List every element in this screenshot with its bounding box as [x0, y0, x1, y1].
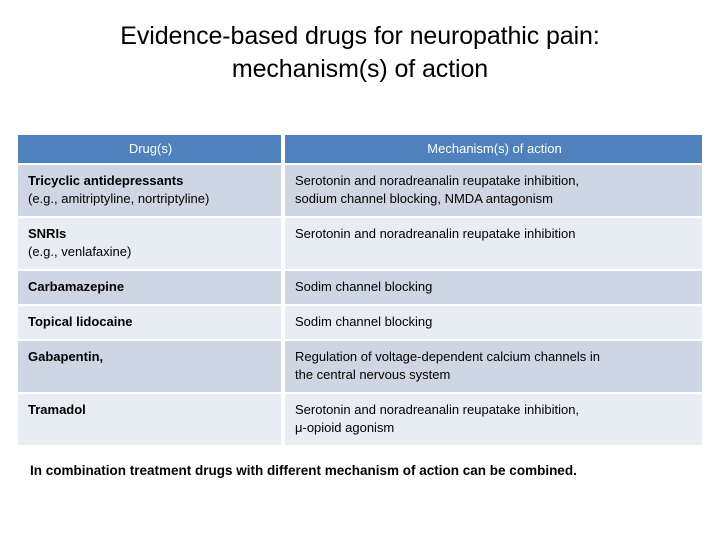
mechanism-line-1: Sodim channel blocking — [295, 314, 433, 329]
cell-mechanism: Serotonin and noradreanalin reupatake in… — [285, 394, 702, 445]
mechanism-line-2: the central nervous system — [295, 367, 451, 382]
mechanism-line-1: Sodim channel blocking — [295, 279, 433, 294]
drug-examples: (e.g., venlafaxine) — [28, 244, 132, 259]
cell-mechanism: Serotonin and noradreanalin reupatake in… — [285, 218, 702, 269]
drug-examples: (e.g., amitriptyline, nortriptyline) — [28, 191, 210, 206]
column-divider — [281, 394, 285, 445]
drug-name: Tricyclic antidepressants — [28, 173, 184, 188]
mechanism-line-2: μ-opioid agonism — [295, 420, 395, 435]
cell-drug: SNRIs (e.g., venlafaxine) — [18, 218, 281, 269]
column-header-mechanism: Mechanism(s) of action — [285, 135, 702, 163]
mechanism-line-1: Serotonin and noradreanalin reupatake in… — [295, 402, 580, 417]
cell-mechanism: Regulation of voltage-dependent calcium … — [285, 341, 702, 392]
row-spacer — [18, 339, 702, 341]
column-divider — [281, 306, 285, 339]
drug-name: Gabapentin, — [28, 349, 104, 364]
mechanism-line-1: Regulation of voltage-dependent calcium … — [295, 349, 600, 364]
column-divider — [281, 135, 285, 163]
table-row: Topical lidocaine Sodim channel blocking — [18, 306, 702, 339]
table-row: SNRIs (e.g., venlafaxine) Serotonin and … — [18, 218, 702, 269]
table-header: Drug(s) Mechanism(s) of action — [18, 135, 702, 163]
cell-drug: Tramadol — [18, 394, 281, 445]
column-header-drug-label: Drug(s) — [128, 141, 173, 156]
row-spacer — [18, 216, 702, 218]
cell-drug: Carbamazepine — [18, 271, 281, 304]
cell-mechanism: Serotonin and noradreanalin reupatake in… — [285, 165, 702, 216]
row-spacer — [18, 304, 702, 306]
drug-mechanism-table: Drug(s) Mechanism(s) of action Tricyclic… — [18, 135, 702, 445]
cell-drug: Tricyclic antidepressants (e.g., amitrip… — [18, 165, 281, 216]
drug-name: Tramadol — [28, 402, 86, 417]
table-row: Carbamazepine Sodim channel blocking — [18, 271, 702, 304]
drug-name: SNRIs — [28, 226, 67, 241]
drug-name: Topical lidocaine — [28, 314, 133, 329]
table-row: Gabapentin, Regulation of voltage-depend… — [18, 341, 702, 392]
cell-mechanism: Sodim channel blocking — [285, 306, 702, 339]
footer-note: In combination treatment drugs with diff… — [30, 463, 577, 478]
cell-mechanism: Sodim channel blocking — [285, 271, 702, 304]
column-divider — [281, 341, 285, 392]
column-divider — [281, 165, 285, 216]
table-header-row: Drug(s) Mechanism(s) of action — [18, 135, 702, 163]
column-divider — [281, 218, 285, 269]
cell-drug: Topical lidocaine — [18, 306, 281, 339]
page-title: Evidence-based drugs for neuropathic pai… — [0, 20, 720, 86]
mechanism-line-2: sodium channel blocking, NMDA antagonism — [295, 191, 553, 206]
page-title-line-1: Evidence-based drugs for neuropathic pai… — [120, 22, 600, 50]
page-title-line-2: mechanism(s) of action — [231, 55, 489, 83]
mechanism-line-1: Serotonin and noradreanalin reupatake in… — [295, 226, 576, 241]
mechanism-line-1: Serotonin and noradreanalin reupatake in… — [295, 173, 580, 188]
column-header-drug: Drug(s) — [18, 135, 281, 163]
table-body: Tricyclic antidepressants (e.g., amitrip… — [18, 163, 702, 445]
column-divider — [281, 271, 285, 304]
row-spacer — [18, 269, 702, 271]
row-spacer — [18, 392, 702, 394]
cell-drug: Gabapentin, — [18, 341, 281, 392]
table-row: Tramadol Serotonin and noradreanalin reu… — [18, 394, 702, 445]
drug-name: Carbamazepine — [28, 279, 125, 294]
row-spacer — [18, 163, 702, 165]
column-header-mechanism-label: Mechanism(s) of action — [427, 141, 562, 156]
table-row: Tricyclic antidepressants (e.g., amitrip… — [18, 165, 702, 216]
